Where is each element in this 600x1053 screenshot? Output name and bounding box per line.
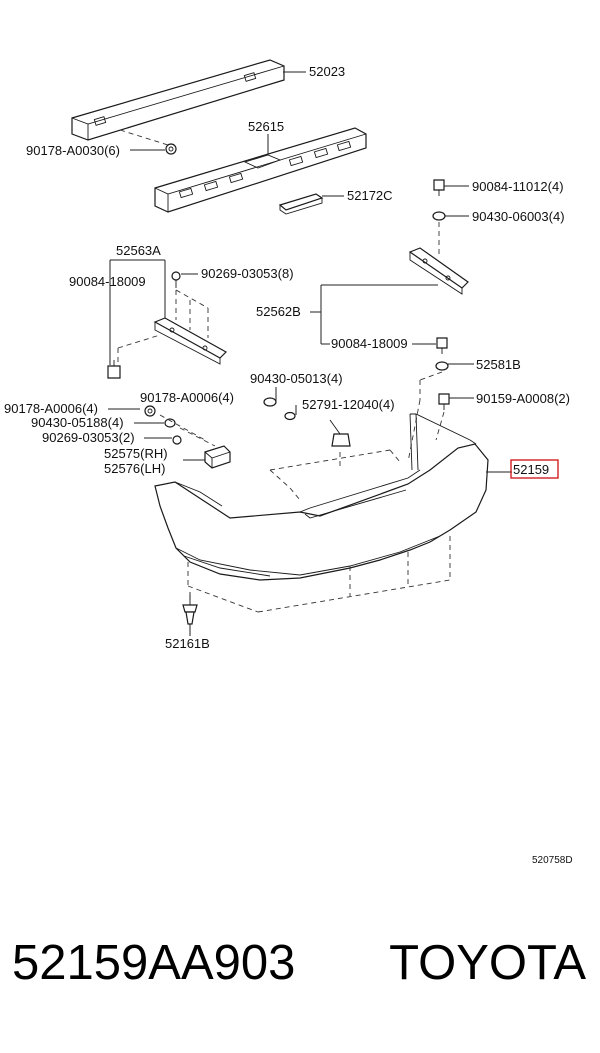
- spacer-52172C[interactable]: [278, 193, 324, 215]
- label-52563A: 52563A: [116, 243, 161, 258]
- dash-52581B: [419, 371, 443, 381]
- bumper-cover-52159[interactable]: [154, 413, 489, 581]
- nut-90430-05013[interactable]: [263, 397, 277, 407]
- clip-52161B[interactable]: [182, 592, 198, 625]
- label-90430-05188: 90430-05188(4): [31, 415, 124, 430]
- clip-90269-03053-8[interactable]: [171, 271, 181, 288]
- label-90269-03053-8: 90269-03053(8): [201, 266, 294, 281]
- label-52023: 52023: [309, 64, 345, 79]
- bolt-90178-A0006[interactable]: [144, 405, 156, 417]
- nut-90430-05188[interactable]: [164, 418, 176, 428]
- label-52791-12040: 52791-12040(4): [302, 397, 395, 412]
- retainer-52575-52576[interactable]: [204, 445, 231, 469]
- nut-90430-06003[interactable]: [432, 211, 446, 221]
- bracket-52562B[interactable]: [408, 247, 469, 295]
- label-90084-18009-right: 90084-18009: [331, 336, 408, 351]
- screw-90084-18009-left[interactable]: [107, 360, 121, 379]
- footer-brand: TOYOTA: [389, 936, 586, 990]
- label-52576-LH: 52576(LH): [104, 461, 165, 476]
- screw-52791-12040[interactable]: [329, 419, 351, 447]
- label-90159-A0008: 90159-A0008(2): [476, 391, 570, 406]
- label-52575-RH: 52575(RH): [104, 446, 168, 461]
- footer-part-number: 52159AA903: [12, 936, 296, 990]
- label-90430-06003: 90430-06003(4): [472, 209, 565, 224]
- label-90178-A0006-a: 90178-A0006(4): [4, 401, 98, 416]
- drawing-code: 520758D: [532, 855, 573, 866]
- highlight-box-52159: [510, 459, 559, 479]
- parts-diagram: 52023 90178-A0030(6) 52615 52172C 90084-…: [4, 59, 573, 866]
- dash-bumper-top: [269, 399, 445, 501]
- bolt-90178-A0030[interactable]: [165, 143, 177, 155]
- label-90084-11012: 90084-11012(4): [472, 179, 564, 194]
- footer: 52159AA903 TOYOTA: [0, 935, 600, 1015]
- screw-90159-A0008[interactable]: [438, 393, 450, 410]
- label-52581B: 52581B: [476, 357, 521, 372]
- clip-90269-03053-2[interactable]: [172, 435, 182, 445]
- label-52562B: 52562B: [256, 304, 301, 319]
- label-90084-18009-left: 90084-18009: [69, 274, 146, 289]
- nut-52581B[interactable]: [435, 361, 449, 371]
- bracket-52563A[interactable]: [153, 317, 227, 365]
- nut-52791-small[interactable]: [284, 411, 296, 421]
- label-52172C: 52172C: [347, 188, 393, 203]
- reinforcement-bar-52023[interactable]: [71, 59, 285, 141]
- label-90178-A0030: 90178-A0030(6): [26, 143, 120, 158]
- label-90430-05013: 90430-05013(4): [250, 371, 343, 386]
- dash-52563A-box: [117, 289, 209, 365]
- label-52159: 52159: [513, 462, 549, 477]
- label-90178-A0006-b: 90178-A0006(4): [140, 390, 234, 405]
- energy-absorber-52615[interactable]: [154, 127, 367, 213]
- label-52615: 52615: [248, 119, 284, 134]
- label-52161B: 52161B: [165, 636, 210, 651]
- dash-retainer: [159, 414, 216, 447]
- screw-90084-11012[interactable]: [433, 179, 445, 196]
- screw-90084-18009-right[interactable]: [436, 337, 448, 354]
- dash-90178-A0030: [119, 129, 169, 146]
- label-90269-03053-2: 90269-03053(2): [42, 430, 135, 445]
